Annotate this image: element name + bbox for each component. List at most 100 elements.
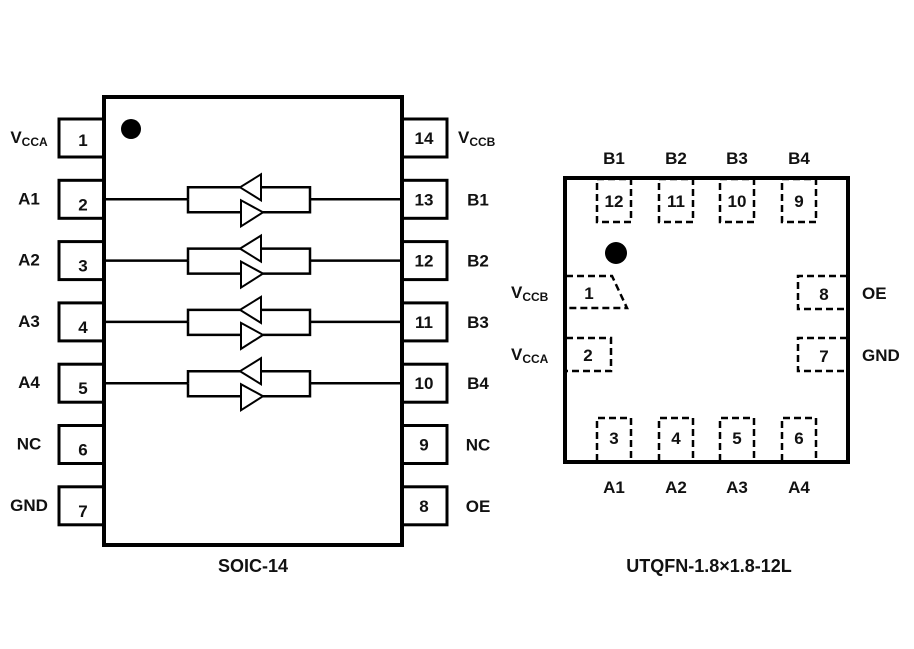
pin-label: A2: [18, 251, 40, 270]
pin-number: 11: [415, 313, 433, 332]
pin-number: 7: [819, 347, 828, 366]
pin-label: B2: [665, 149, 687, 168]
right-path: [260, 369, 312, 398]
pin-label: A4: [18, 373, 40, 392]
pin-number: 10: [728, 192, 747, 211]
pin-pad-outline: [595, 416, 633, 461]
pin-pad: [398, 301, 449, 343]
pin-label: B2: [467, 252, 489, 271]
pin-pad: [398, 362, 449, 404]
pin-label: NC: [17, 435, 42, 454]
pin-number: 1: [584, 284, 593, 303]
soic-pin-5: 5 A4: [18, 362, 108, 404]
buffer-b-to-a-icon: [238, 295, 262, 325]
pin-label: B3: [726, 149, 748, 168]
pin-label: B4: [788, 149, 810, 168]
pin-label: B4: [467, 374, 489, 393]
pin-pad: [398, 485, 449, 527]
pin1-marker-dot: [121, 119, 141, 139]
soic-pin-4: 4A3: [18, 301, 108, 343]
lower-path: [186, 199, 240, 214]
pin-label: A3: [18, 312, 40, 331]
pin-number: 6: [78, 441, 87, 460]
pin-label: A1: [603, 478, 625, 497]
pin-label: VCCA: [10, 128, 48, 149]
pin-pad-outline: [657, 177, 695, 224]
pin-number: 7: [78, 502, 87, 521]
buffer-a-to-b-icon: [240, 198, 265, 229]
upper-path: [186, 247, 240, 261]
soic-channels: [104, 172, 402, 413]
soic-pin-6: 6 NC: [17, 424, 108, 465]
pin-label: A2: [665, 478, 687, 497]
pin-label: B1: [603, 149, 625, 168]
utqfn-pin-12: 12 B1: [595, 149, 633, 224]
utqfn-title: UTQFN-1.8×1.8-12L: [626, 556, 792, 576]
right-path: [260, 308, 312, 337]
pin-number: 13: [415, 190, 434, 209]
buffer-b-to-a-icon: [238, 356, 262, 386]
pin-pad: [398, 424, 449, 465]
lower-path: [186, 321, 240, 337]
pin-pad-outline: [718, 177, 756, 224]
pin-label: GND: [862, 346, 900, 365]
pin-label: A4: [788, 478, 810, 497]
utqfn-pin-5: 5A3: [718, 416, 756, 497]
pin-number: 4: [671, 429, 681, 448]
utqfn-pin-7: 7 GND: [796, 336, 900, 373]
pin-label: A1: [18, 189, 40, 208]
pin-number: 6: [794, 429, 803, 448]
pin-label: GND: [10, 496, 48, 515]
lower-path: [186, 260, 240, 275]
buffer-a-to-b-icon: [240, 259, 265, 290]
pin-number: 5: [78, 379, 87, 398]
buffer-a-to-b-icon: [240, 321, 265, 351]
upper-path: [186, 369, 240, 384]
pin-pad-outline: [566, 336, 613, 373]
pin-label: OE: [862, 284, 887, 303]
pin-pad: [57, 117, 108, 159]
channel-1: [104, 172, 402, 229]
pin-number: 2: [583, 346, 592, 365]
buffer-b-to-a-icon: [238, 172, 262, 203]
pin-pad-outline: [718, 416, 756, 461]
right-path: [260, 186, 312, 214]
utqfn-pin-1: 1 VCCB: [511, 274, 629, 310]
pin-pad-outline: [780, 177, 818, 224]
pin-number: 3: [609, 429, 618, 448]
pin-number: 12: [605, 192, 624, 211]
pin-pad-outline: [657, 416, 695, 461]
right-path: [260, 247, 312, 275]
lower-path: [186, 383, 240, 398]
pin-label: B3: [467, 313, 489, 332]
pin-pad-outline: [595, 177, 633, 224]
upper-path: [186, 308, 240, 322]
pin-label: A3: [726, 478, 748, 497]
utqfn-body: [563, 176, 850, 464]
channel-3: [104, 295, 402, 351]
channel-4: [104, 356, 402, 413]
soic-pin-11: 11 B3: [398, 301, 489, 343]
upper-path: [186, 186, 240, 200]
pin-pad: [57, 240, 108, 282]
pin-pad-outline: [780, 416, 818, 461]
channel-2: [104, 233, 402, 290]
utqfn-pin-4: 4A2: [657, 416, 695, 497]
soic-pin-7: 7 GND: [10, 485, 108, 527]
pin-pad-outline: [796, 336, 847, 373]
pin-number: 3: [78, 257, 87, 276]
utqfn-pin-6: 6A4: [780, 416, 818, 497]
pin-label: VCCB: [511, 283, 549, 304]
pin-pad: [57, 362, 108, 404]
